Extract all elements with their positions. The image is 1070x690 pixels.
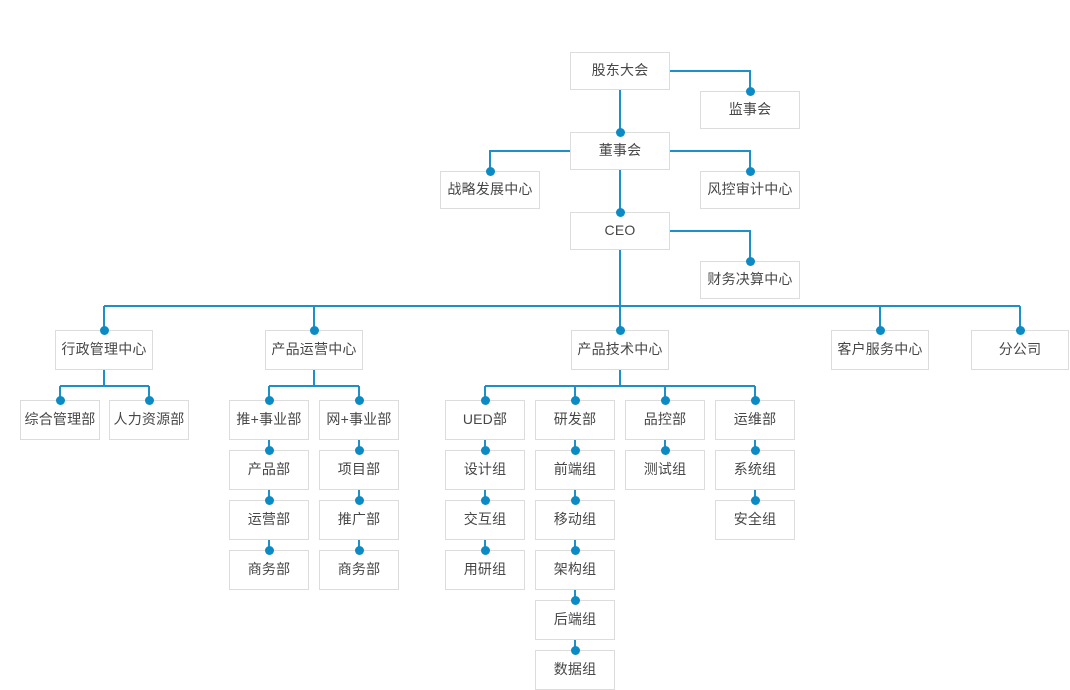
node-product-dept[interactable]: 产品部 <box>229 450 309 490</box>
connector-dot-ued-dept <box>480 395 490 405</box>
connector-dot-backend-group <box>570 595 580 605</box>
node-rd-dept[interactable]: 研发部 <box>535 400 615 440</box>
node-ceo[interactable]: CEO <box>570 212 670 250</box>
connector-dot-business-dept-1 <box>264 545 274 555</box>
node-operations-dept[interactable]: 运营部 <box>229 500 309 540</box>
connector-dot-user-research-group <box>480 545 490 555</box>
connector-dot-product-dept <box>264 445 274 455</box>
connector-dot-product-ops-center <box>309 325 319 335</box>
node-design-group[interactable]: 设计组 <box>445 450 525 490</box>
node-supervisory-board[interactable]: 监事会 <box>700 91 800 129</box>
node-hr-dept[interactable]: 人力资源部 <box>109 400 189 440</box>
node-board-of-directors[interactable]: 董事会 <box>570 132 670 170</box>
node-product-technology-center[interactable]: 产品技术中心 <box>571 330 669 370</box>
connector-dot-wang-business-unit <box>354 395 364 405</box>
node-risk-audit-center[interactable]: 风控审计中心 <box>700 171 800 209</box>
connector-dot-tui-business-unit <box>264 395 274 405</box>
node-promotion-dept[interactable]: 推广部 <box>319 500 399 540</box>
connector-dot-general-admin-dept <box>55 395 65 405</box>
connector-dot-mobile-group <box>570 495 580 505</box>
node-project-dept[interactable]: 项目部 <box>319 450 399 490</box>
connector-dot-strategy-center <box>485 166 495 176</box>
node-admin-management-center[interactable]: 行政管理中心 <box>55 330 153 370</box>
node-test-group[interactable]: 测试组 <box>625 450 705 490</box>
connector-dot-security-group <box>750 495 760 505</box>
connector-dot-risk-audit-center <box>745 166 755 176</box>
connector-dot-product-tech-center <box>615 325 625 335</box>
node-qa-dept[interactable]: 品控部 <box>625 400 705 440</box>
node-user-research-group[interactable]: 用研组 <box>445 550 525 590</box>
connector-dot-ceo <box>615 207 625 217</box>
node-tui-business-unit[interactable]: 推+事业部 <box>229 400 309 440</box>
node-shareholders-meeting[interactable]: 股东大会 <box>570 52 670 90</box>
connector-dot-branch-company <box>1015 325 1025 335</box>
node-frontend-group[interactable]: 前端组 <box>535 450 615 490</box>
connector-dot-ops-dept <box>750 395 760 405</box>
connector-dot-system-group <box>750 445 760 455</box>
connector-dot-data-group <box>570 645 580 655</box>
connector-dot-admin-center <box>99 325 109 335</box>
connector-dot-customer-service-center <box>875 325 885 335</box>
node-business-dept-1[interactable]: 商务部 <box>229 550 309 590</box>
connector-dot-board-of-directors <box>615 127 625 137</box>
node-security-group[interactable]: 安全组 <box>715 500 795 540</box>
node-general-admin-dept[interactable]: 综合管理部 <box>20 400 100 440</box>
connector-dot-qa-dept <box>660 395 670 405</box>
connector-dot-design-group <box>480 445 490 455</box>
connector-dot-rd-dept <box>570 395 580 405</box>
node-product-operations-center[interactable]: 产品运营中心 <box>265 330 363 370</box>
connector-dot-business-dept-2 <box>354 545 364 555</box>
node-backend-group[interactable]: 后端组 <box>535 600 615 640</box>
node-strategy-development-center[interactable]: 战略发展中心 <box>440 171 540 209</box>
node-business-dept-2[interactable]: 商务部 <box>319 550 399 590</box>
connector-dot-hr-dept <box>144 395 154 405</box>
node-system-group[interactable]: 系统组 <box>715 450 795 490</box>
connector-dot-supervisory-board <box>745 86 755 96</box>
node-customer-service-center[interactable]: 客户服务中心 <box>831 330 929 370</box>
connector-dot-test-group <box>660 445 670 455</box>
connector-dot-architecture-group <box>570 545 580 555</box>
node-wang-business-unit[interactable]: 网+事业部 <box>319 400 399 440</box>
connector-dot-interaction-group <box>480 495 490 505</box>
node-mobile-group[interactable]: 移动组 <box>535 500 615 540</box>
connector-dot-project-dept <box>354 445 364 455</box>
node-ued-dept[interactable]: UED部 <box>445 400 525 440</box>
connector-dot-finance-center <box>745 256 755 266</box>
connector-dot-operations-dept <box>264 495 274 505</box>
node-data-group[interactable]: 数据组 <box>535 650 615 690</box>
connector-dot-promotion-dept <box>354 495 364 505</box>
node-branch-company[interactable]: 分公司 <box>971 330 1069 370</box>
node-finance-settlement-center[interactable]: 财务决算中心 <box>700 261 800 299</box>
node-interaction-group[interactable]: 交互组 <box>445 500 525 540</box>
connector-dot-frontend-group <box>570 445 580 455</box>
node-architecture-group[interactable]: 架构组 <box>535 550 615 590</box>
node-ops-dept[interactable]: 运维部 <box>715 400 795 440</box>
